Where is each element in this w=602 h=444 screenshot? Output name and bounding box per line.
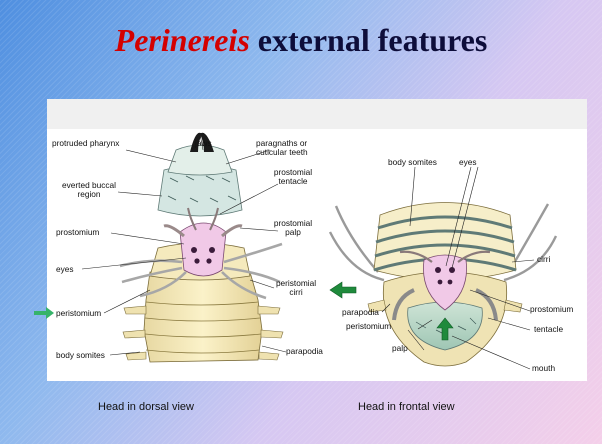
- frontal-label-cirri: cirri: [537, 255, 550, 265]
- frontal-label-prostomium: prostomium: [530, 305, 573, 315]
- label-jaws: jaws: [195, 139, 212, 149]
- label-paragnaths-2: cuticular teeth: [256, 148, 308, 158]
- frontal-label-tentacle: tentacle: [534, 325, 563, 335]
- label-everted-buccal-2: region: [54, 190, 124, 200]
- label-prostomial-palp-2: palp: [268, 228, 318, 238]
- dorsal-worm-drawing: [120, 133, 283, 362]
- label-prostomium: prostomium: [56, 228, 99, 238]
- caption-frontal-view: Head in frontal view: [358, 401, 455, 413]
- label-eyes: eyes: [56, 265, 74, 275]
- frontal-label-eyes: eyes: [459, 158, 477, 168]
- label-peristomium: peristomium: [56, 309, 101, 319]
- peristomial-cirri-arrow-icon: [330, 282, 356, 298]
- frontal-label-palp: palp: [392, 344, 408, 354]
- label-prostomial-tentacle-2: tentacle: [268, 177, 318, 187]
- frontal-label-peristomium: peristomium: [346, 322, 391, 332]
- frontal-label-body-somites: body somites: [388, 158, 437, 168]
- label-protruded-pharynx: protruded pharynx: [52, 139, 119, 149]
- frontal-label-parapodia: parapodia: [342, 308, 379, 318]
- label-peristomial-cirri-2: cirri: [272, 288, 320, 298]
- label-body-somites: body somites: [56, 351, 105, 361]
- frontal-worm-drawing: [330, 203, 556, 367]
- frontal-label-mouth: mouth: [532, 364, 555, 374]
- caption-dorsal-view: Head in dorsal view: [98, 401, 194, 413]
- label-parapodia: parapodia: [286, 347, 323, 357]
- peristomium-pointer-arrow-icon: [34, 307, 54, 319]
